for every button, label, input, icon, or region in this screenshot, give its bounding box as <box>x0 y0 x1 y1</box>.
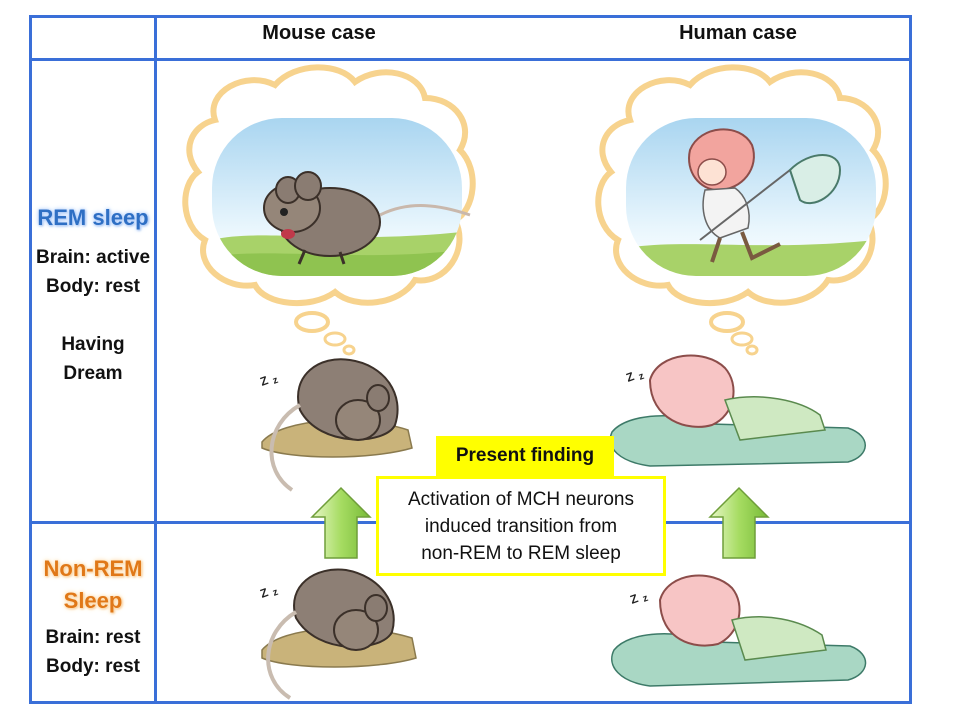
svg-text:z: z <box>641 593 649 605</box>
sleeping-mouse-nrem-illustration: Z z <box>258 568 417 700</box>
running-child-with-net-illustration <box>688 128 842 263</box>
header-human-case: Human case <box>679 22 797 44</box>
grid-header-divider <box>29 58 912 61</box>
finding-line2: induced transition from <box>424 515 618 537</box>
svg-text:z: z <box>637 371 645 383</box>
finding-line1: Activation of MCH neurons <box>408 488 634 510</box>
sleeping-mouse-rem-illustration: Z z <box>258 358 413 492</box>
grid-outer-top <box>29 15 912 18</box>
human-transition-arrow-icon <box>708 486 770 559</box>
nrem-title-line2: Sleep <box>63 588 123 613</box>
svg-text:z: z <box>271 587 279 599</box>
rem-label-block: REM sleep Brain: active Body: rest Havin… <box>32 205 154 388</box>
present-finding-box: Activation of MCH neurons induced transi… <box>376 476 666 576</box>
svg-text:Z: Z <box>258 373 270 389</box>
grid-column-divider <box>154 15 157 704</box>
mouse-transition-arrow-icon <box>310 486 372 559</box>
grid-outer-left <box>29 15 32 704</box>
rem-dream-line2: Dream <box>63 363 123 384</box>
svg-text:z: z <box>271 375 279 387</box>
nrem-body-state: Body: rest <box>46 656 140 677</box>
grid-outer-bottom <box>29 701 912 704</box>
header-mouse-case: Mouse case <box>262 22 376 44</box>
rem-dream-line1: Having <box>61 334 125 355</box>
rem-brain-state: Brain: active <box>35 247 151 268</box>
rem-sleep-title: REM sleep <box>37 205 149 230</box>
nrem-title-line1: Non-REM <box>43 556 143 581</box>
present-finding-tag: Present finding <box>436 436 614 476</box>
nrem-label-block: Non-REM Sleep Brain: rest Body: rest <box>32 553 154 681</box>
rem-body-state: Body: rest <box>46 276 140 297</box>
finding-line3: non-REM to REM sleep <box>421 542 621 564</box>
running-mouse-illustration <box>263 171 471 265</box>
svg-text:Z: Z <box>628 591 640 607</box>
grid-outer-right <box>909 15 912 704</box>
sleeping-child-rem-illustration: Z z <box>609 354 866 467</box>
svg-text:Z: Z <box>258 585 270 601</box>
sleeping-child-nrem-illustration: Z z <box>611 574 867 687</box>
nrem-brain-state: Brain: rest <box>45 627 141 648</box>
svg-text:Z: Z <box>624 369 636 385</box>
